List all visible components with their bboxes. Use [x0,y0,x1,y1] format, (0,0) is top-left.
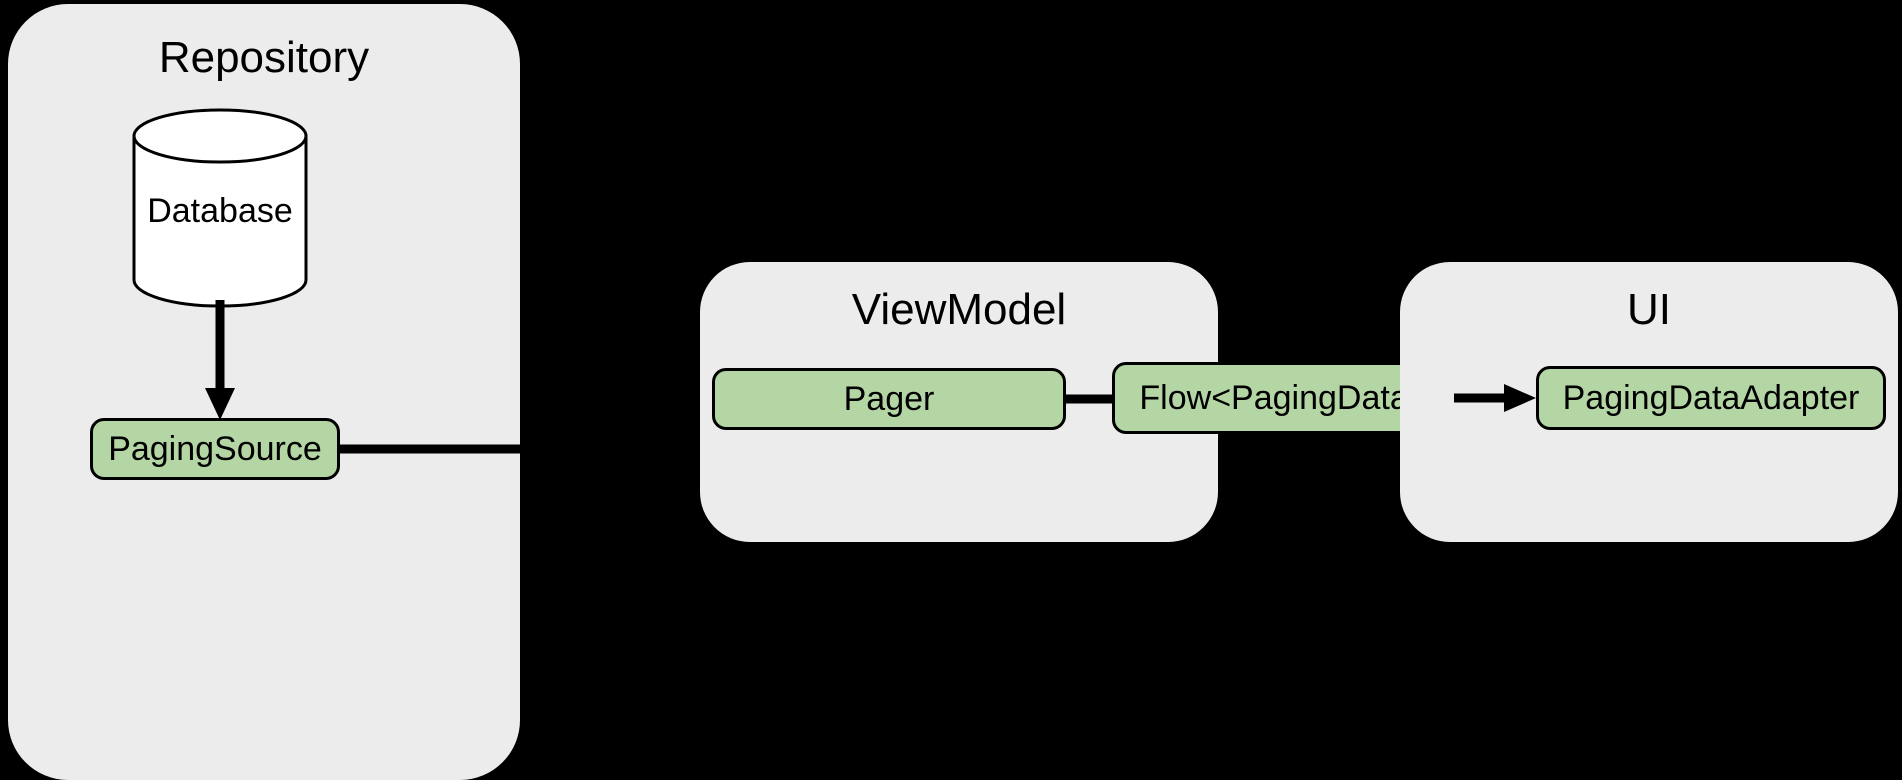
edge-paging-source-to-pager [340,300,710,480]
node-paging-data-adapter-label: PagingDataAdapter [1562,378,1860,417]
node-paging-source[interactable]: PagingSource [90,418,340,480]
node-pager[interactable]: Pager [712,368,1066,430]
node-pager-label: Pager [843,379,935,418]
node-paging-data-adapter[interactable]: PagingDataAdapter [1536,366,1886,430]
node-flow-paging-data[interactable]: Flow<PagingData> [1112,362,1456,434]
layer-title-repository: Repository [158,33,370,82]
edge-pager-to-flow [1064,393,1116,405]
edge-database-to-paging-source [202,300,238,422]
database-label: Database [147,192,293,230]
database-cylinder [130,108,310,308]
layer-title-viewmodel: ViewModel [851,285,1067,334]
layer-title-ui: UI [1627,285,1671,334]
node-paging-source-label: PagingSource [108,429,322,468]
node-flow-paging-data-label: Flow<PagingData> [1139,378,1429,417]
edge-flow-to-adapter [1454,382,1538,414]
